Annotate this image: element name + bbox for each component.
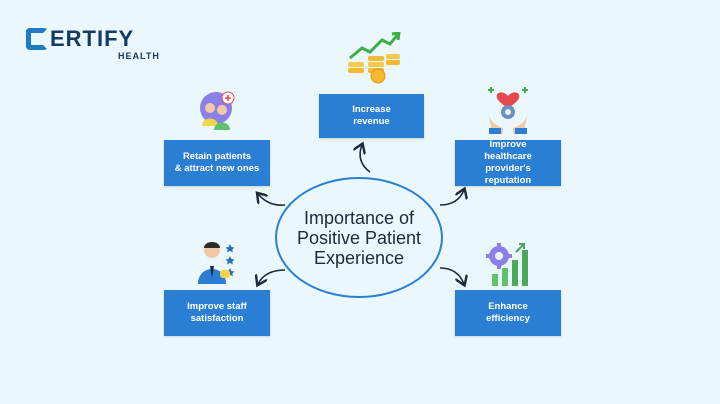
node-increase-revenue: Increase revenue (319, 94, 424, 138)
node-enhance-efficiency-label: Enhance efficiency (486, 301, 530, 324)
node-improve-reputation-label: Improve healthcare provider's reputation (484, 139, 532, 186)
node-increase-revenue-label: Increase revenue (352, 104, 391, 127)
patients-group-icon (200, 91, 235, 130)
heart-gear-hands-icon (487, 87, 529, 134)
arrow-to-retain (258, 194, 286, 206)
logo-brand-text: ERTIFY (50, 26, 135, 51)
arrow-to-efficiency (439, 267, 464, 284)
money-growth-icon (348, 32, 401, 84)
arrow-to-reputation (439, 190, 464, 206)
logo-sub-text: HEALTH (118, 51, 160, 61)
node-staff-satisfaction: Improve staff satisfaction (164, 290, 270, 336)
certify-health-logo: ERTIFY HEALTH (26, 26, 159, 62)
staff-rating-icon (198, 242, 235, 284)
center-topic: Importance of Positive Patient Experienc… (275, 177, 443, 298)
node-enhance-efficiency: Enhance efficiency (455, 290, 561, 336)
node-staff-satisfaction-label: Improve staff satisfaction (187, 301, 247, 324)
node-improve-reputation: Improve healthcare provider's reputation (455, 139, 561, 186)
arrow-to-staff (258, 269, 286, 284)
arrow-to-revenue (360, 145, 371, 173)
node-retain-patients: Retain patients & attract new ones (164, 140, 270, 186)
gear-bars-icon (486, 243, 528, 286)
node-retain-patients-label: Retain patients & attract new ones (174, 151, 260, 174)
center-topic-label: Importance of Positive Patient Experienc… (296, 207, 422, 268)
logo-c-mark (26, 28, 48, 50)
